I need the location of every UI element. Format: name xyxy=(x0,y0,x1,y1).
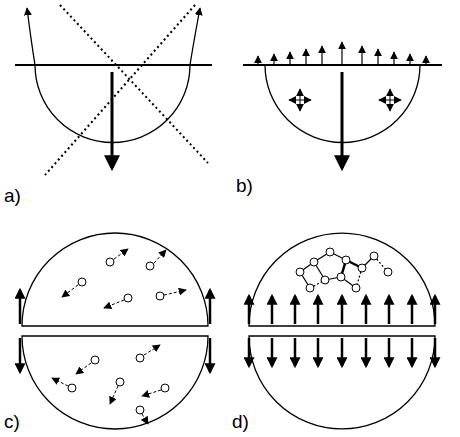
panel-b xyxy=(243,42,442,168)
dotted-cross-line xyxy=(60,5,208,163)
force-arrow xyxy=(434,296,437,324)
force-arrow xyxy=(411,338,414,366)
panel-label: b) xyxy=(236,176,253,195)
upper-half xyxy=(22,233,208,326)
velocity-arrow xyxy=(154,250,166,263)
particle xyxy=(326,248,334,256)
particle xyxy=(352,284,360,292)
particle xyxy=(358,264,366,272)
velocity-arrow xyxy=(62,285,78,297)
force-arrow xyxy=(365,338,368,366)
force-arrow xyxy=(341,72,344,168)
panel-label: c) xyxy=(4,412,20,431)
small-arrow xyxy=(341,42,342,65)
velocity-arrow xyxy=(52,378,68,386)
force-arrow xyxy=(294,338,297,366)
force-arrow xyxy=(294,296,297,324)
lower-half xyxy=(249,336,435,429)
small-arrow xyxy=(305,49,306,65)
particle xyxy=(296,268,304,276)
force-arrow xyxy=(341,338,344,366)
velocity-arrow xyxy=(110,386,118,404)
force-arrow xyxy=(317,296,320,324)
surface-arrows xyxy=(258,42,426,65)
surface-line xyxy=(15,64,212,66)
force-arrow xyxy=(271,296,274,324)
cross-arrow xyxy=(300,89,301,111)
force-arrow xyxy=(388,296,391,324)
panel-label: d) xyxy=(232,412,249,431)
force-arrow xyxy=(317,338,320,366)
panel-label: a) xyxy=(4,186,21,205)
particle xyxy=(124,294,132,302)
particle xyxy=(91,356,99,364)
small-arrow xyxy=(289,52,290,65)
cross-arrow xyxy=(390,89,391,111)
force-arrows xyxy=(249,296,435,366)
dotted-cross-line xyxy=(45,5,195,175)
particle xyxy=(146,262,154,270)
particle xyxy=(116,378,124,386)
upper-half xyxy=(249,233,435,326)
panel-c xyxy=(20,233,210,429)
particle xyxy=(321,276,329,284)
small-arrow xyxy=(409,54,410,65)
velocity-arrow xyxy=(76,363,91,374)
velocity-arrow xyxy=(104,300,124,308)
force-arrow xyxy=(248,338,251,366)
force-arrow xyxy=(19,290,22,324)
pressure-cross xyxy=(289,89,311,111)
force-arrow xyxy=(19,338,22,372)
force-arrow xyxy=(411,296,414,324)
bonds xyxy=(300,252,388,288)
gas-particles xyxy=(52,249,186,424)
velocity-arrow xyxy=(144,345,160,355)
particle xyxy=(68,384,76,392)
force-arrow xyxy=(209,290,212,324)
particle xyxy=(156,292,164,300)
force-arrow xyxy=(341,296,344,324)
force-arrow xyxy=(111,72,114,168)
panel-d xyxy=(249,233,435,429)
particle xyxy=(342,256,350,264)
lower-half xyxy=(22,336,208,429)
particle xyxy=(106,258,114,266)
particle xyxy=(136,354,144,362)
particle xyxy=(337,273,345,281)
small-arrow xyxy=(393,52,394,65)
particle xyxy=(161,384,169,392)
particle xyxy=(384,268,392,276)
particle xyxy=(370,252,378,260)
small-arrow xyxy=(273,54,274,65)
force-arrow xyxy=(248,296,251,324)
particle-cluster xyxy=(296,248,392,292)
small-arrow xyxy=(377,49,378,65)
force-arrow xyxy=(434,338,437,366)
velocity-arrow xyxy=(164,290,186,295)
panel-a xyxy=(15,5,212,175)
small-arrow xyxy=(257,56,258,65)
force-arrow xyxy=(365,296,368,324)
particle xyxy=(136,406,144,414)
velocity-arrow xyxy=(142,390,161,396)
force-arrow xyxy=(388,338,391,366)
velocity-arrow xyxy=(142,414,148,424)
velocity-arrow xyxy=(114,249,128,259)
particle xyxy=(306,284,314,292)
small-arrow xyxy=(425,56,426,65)
force-arrow xyxy=(209,338,212,372)
small-arrow xyxy=(361,46,362,65)
particle xyxy=(310,258,318,266)
particle xyxy=(78,278,86,286)
small-arrow xyxy=(321,46,322,65)
force-arrow xyxy=(271,338,274,366)
pressure-cross xyxy=(379,89,401,111)
